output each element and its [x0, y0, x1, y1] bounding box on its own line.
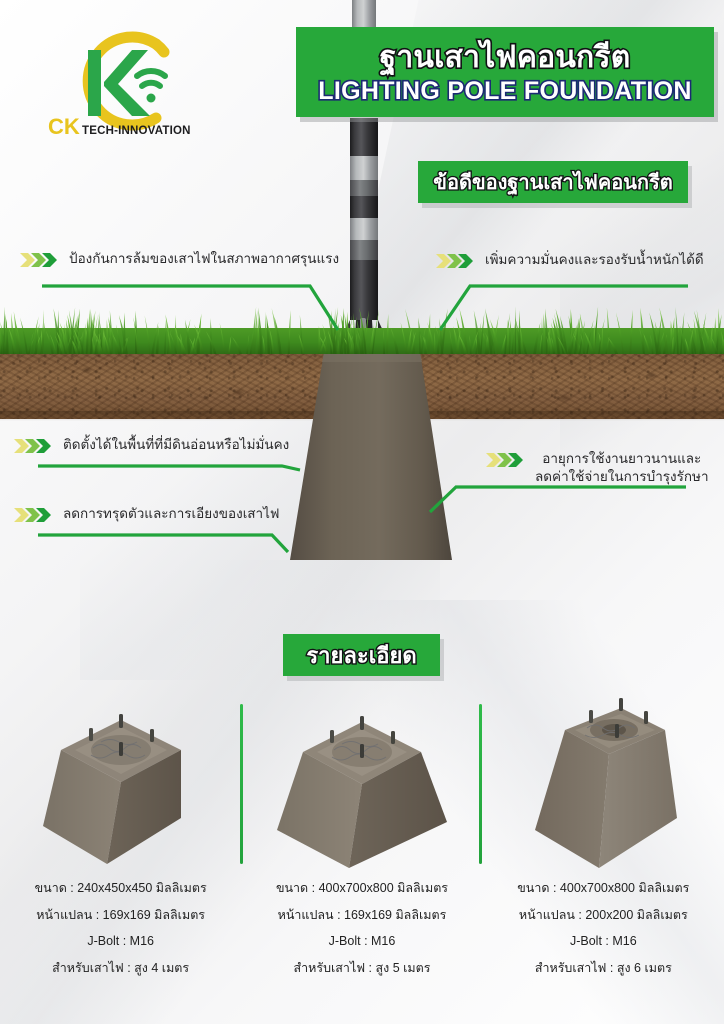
benefit-long-life: อายุการใช้งานยาวนานและ ลดค่าใช้จ่ายในการ… [486, 450, 709, 486]
spec-jbolt: J-Bolt : M16 [328, 934, 396, 948]
grass-layer [0, 296, 724, 354]
buried-foundation [290, 352, 452, 560]
spec-flange: หน้าแปลน : 200x200 มิลลิเมตร [518, 907, 688, 922]
chevron-right-icon [436, 253, 476, 274]
spec-size: ขนาด : 400x700x800 มิลลิเมตร [275, 881, 449, 895]
spec-pole: สำหรับเสาไฟ : สูง 4 เมตร [52, 960, 190, 975]
company-logo: CK TECH-INNOVATION [44, 22, 204, 140]
product-card-6m: ขนาด : 400x700x800 มิลลิเมตร หน้าแปลน : … [483, 694, 724, 994]
page-title-thai: ฐานเสาไฟคอนกรีต [378, 41, 632, 75]
spec-size: ขนาด : 400x700x800 มิลลิเมตร [517, 881, 690, 895]
benefit-soft-soil: ติดตั้งได้ในพื้นที่ที่มีดินอ่อนหรือไม่มั… [14, 436, 289, 459]
product-specs: ขนาด : 400x700x800 มิลลิเมตร หน้าแปลน : … [276, 882, 448, 988]
grass-blades [0, 306, 724, 354]
product-specs: ขนาด : 400x700x800 มิลลิเมตร หน้าแปลน : … [517, 882, 689, 988]
product-image [513, 694, 693, 876]
benefit-text: ป้องกันการล้มของเสาไฟในสภาพอากาศรุนแรง [69, 251, 340, 266]
chevron-right-icon [486, 452, 526, 473]
spec-jbolt: J-Bolt : M16 [569, 934, 637, 948]
spec-pole: สำหรับเสาไฟ : สูง 5 เมตร [293, 960, 431, 975]
spec-flange: หน้าแปลน : 169x169 มิลลิเมตร [277, 907, 447, 922]
spec-size: ขนาด : 240x450x450 มิลลิเมตร [34, 881, 207, 895]
product-card-4m: ขนาด : 240x450x450 มิลลิเมตร หน้าแปลน : … [0, 694, 241, 994]
product-specs: ขนาด : 240x450x450 มิลลิเมตร หน้าแปลน : … [35, 882, 207, 988]
benefit-text: ลดการทรุดตัวและการเอียงของเสาไฟ [63, 506, 280, 521]
chevron-right-icon [14, 507, 54, 528]
product-divider [479, 704, 482, 864]
spec-pole: สำหรับเสาไฟ : สูง 6 เมตร [534, 960, 672, 975]
benefit-text: อายุการใช้งานยาวนานและ ลดค่าใช้จ่ายในการ… [535, 451, 709, 485]
details-heading-banner: รายละเอียด [283, 634, 440, 676]
product-image [31, 694, 211, 876]
title-banner: ฐานเสาไฟคอนกรีต LIGHTING POLE FOUNDATION [296, 27, 714, 117]
benefits-heading-label: ข้อดีของฐานเสาไฟคอนกรีต [432, 171, 674, 196]
benefit-wind-resistance: ป้องกันการล้มของเสาไฟในสภาพอากาศรุนแรง [20, 250, 339, 273]
benefit-text: เพิ่มความมั่นคงและรองรับน้ำหนักได้ดี [485, 252, 704, 267]
product-list: ขนาด : 240x450x450 มิลลิเมตร หน้าแปลน : … [0, 694, 724, 994]
page-title-english: LIGHTING POLE FOUNDATION [317, 76, 693, 106]
product-card-5m: ขนาด : 400x700x800 มิลลิเมตร หน้าแปลน : … [241, 694, 482, 994]
benefit-text: ติดตั้งได้ในพื้นที่ที่มีดินอ่อนหรือไม่มั… [63, 437, 290, 452]
illustration-scene [0, 0, 724, 560]
spec-flange: หน้าแปลน : 169x169 มิลลิเมตร [36, 907, 206, 922]
chevron-right-icon [20, 252, 60, 273]
details-heading-label: รายละเอียด [305, 641, 418, 669]
product-divider [240, 704, 243, 864]
logo-wordmark: CK [48, 114, 80, 139]
chevron-right-icon [14, 438, 54, 459]
spec-jbolt: J-Bolt : M16 [87, 934, 154, 948]
product-image [267, 694, 457, 876]
j-bolts [589, 698, 649, 738]
j-bolts [88, 714, 154, 756]
logo-tagline: TECH-INNOVATION [82, 125, 191, 137]
benefit-stability-load: เพิ่มความมั่นคงและรองรับน้ำหนักได้ดี [436, 251, 704, 274]
j-bolts [329, 716, 395, 758]
benefits-heading-banner: ข้อดีของฐานเสาไฟคอนกรีต [418, 161, 688, 203]
benefit-anti-settlement: ลดการทรุดตัวและการเอียงของเสาไฟ [14, 505, 279, 528]
